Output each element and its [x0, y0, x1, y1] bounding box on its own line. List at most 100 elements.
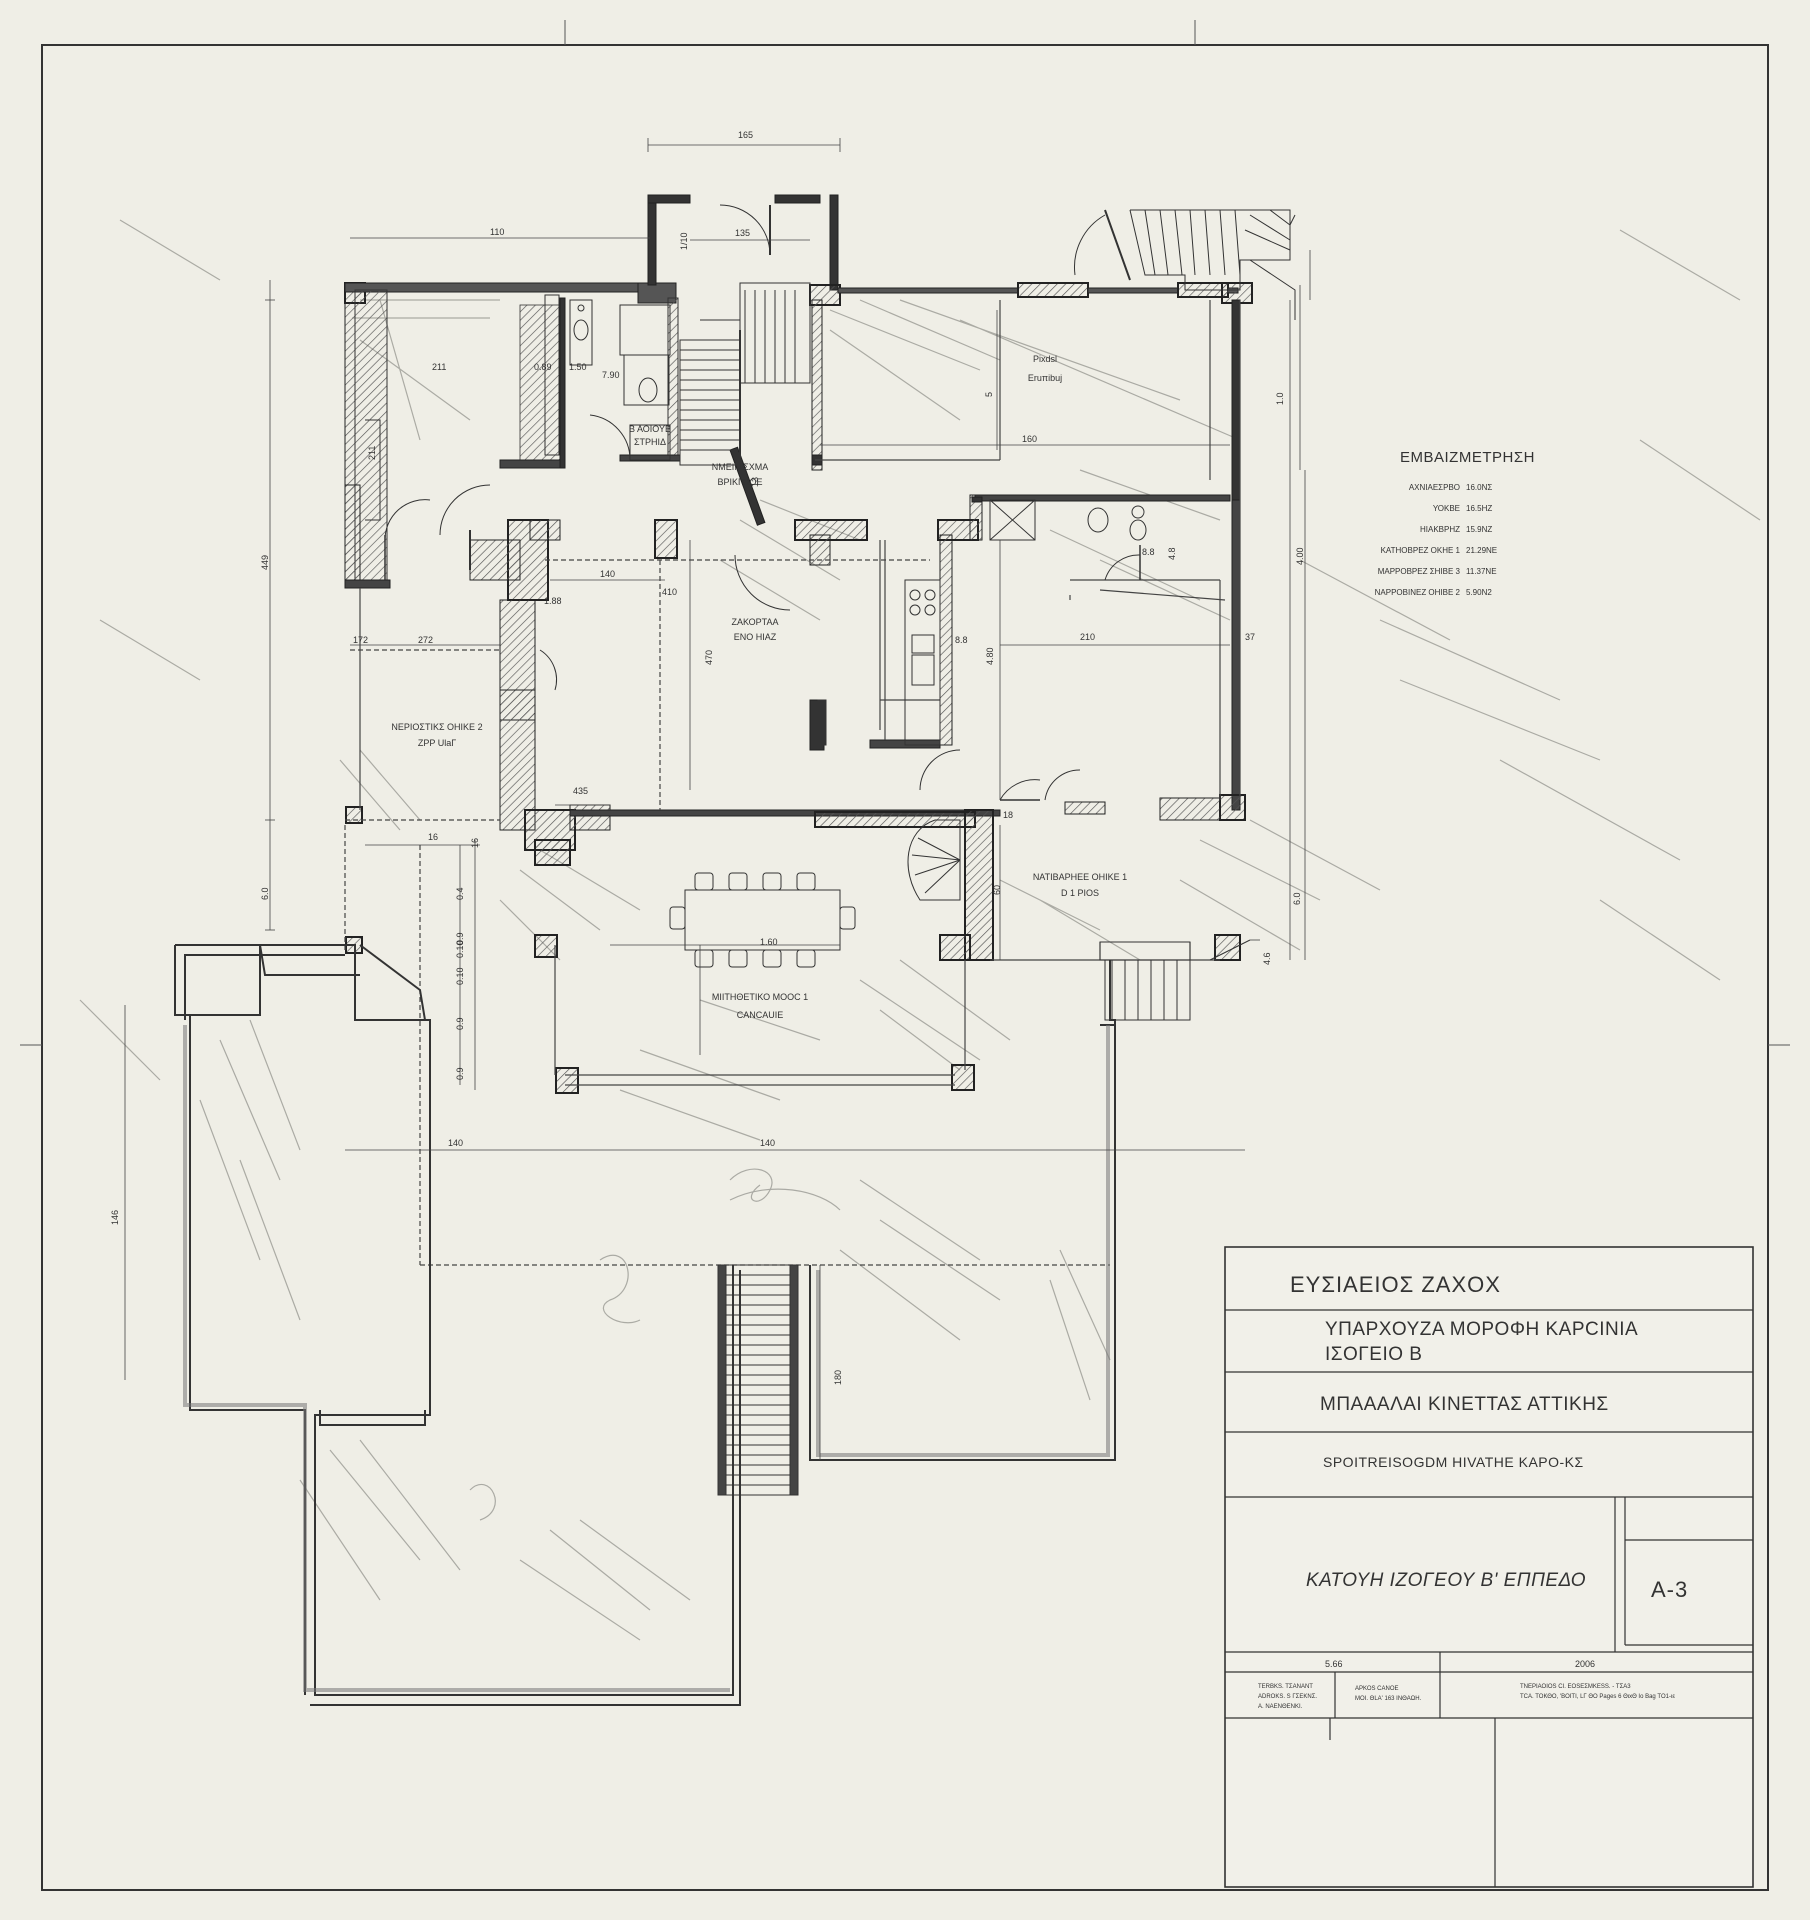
owner-name: ΕΥΣΙΑΕΙΟΣ ΖΑΧΟΧ — [1290, 1272, 1501, 1297]
stairs — [679, 209, 1296, 1496]
area-row-label: ΝΑΡΡΟΒΙΝΕΖ ΟΗΙΒΕ 2 — [1375, 588, 1461, 597]
dim-label: 1.88 — [544, 596, 562, 606]
area-row-label: ΑΧΝΙΑΕΣΡΒΟ — [1409, 483, 1460, 492]
dim-label: 16 — [470, 838, 480, 848]
drawing-title: ΚΑΤΟΥΗ ΙΖΟΓΕΟΥ Β' ΕΠΠΕΔΟ — [1306, 1570, 1586, 1591]
pencil-shading — [79, 219, 1761, 1641]
dim-label: 60 — [992, 885, 1002, 895]
credit-right-1: ΤΝΕΡΙΑΟΙΟS CΙ. ΕΟSΕΣΜΚΕSS. - ΤΣΑ3 — [1520, 1684, 1631, 1690]
dim-label: 4.8 — [1167, 547, 1177, 560]
room-kitchen-area: ΕΝΟ ΗΙΑΖ — [734, 632, 777, 642]
dim-label: 4.00 — [1295, 547, 1305, 565]
dimension-lines — [124, 138, 1311, 1460]
project-ref: SPOITREISOGDM HIVATHE KAPO-KΣ — [1323, 1454, 1584, 1470]
sheet-number: Α-3 — [1651, 1577, 1688, 1602]
dim-label: 140 — [448, 1138, 463, 1148]
room-living-name: Ρixdsl — [1033, 354, 1057, 364]
room-wc-name: Β ΑΟΙΟΥΒ — [629, 424, 671, 434]
dim-label: 0.9 — [455, 932, 465, 945]
dim-label: 37 — [1245, 632, 1255, 642]
area-schedule-title: ΕΜΒΑΙΖΜΕΤΡΗΣΗ — [1400, 449, 1535, 466]
scale-value: 5.66 — [1325, 1659, 1343, 1669]
room-kitchen-name: ΖΑΚΟΡΤΑΑ — [731, 617, 778, 627]
dim-label: 272 — [418, 635, 433, 645]
dim-label: 160 — [1022, 434, 1037, 444]
credit-left-2: ADROKS. S ΓΣΕΚΝΣ. — [1258, 1694, 1317, 1700]
dim-label: 410 — [662, 587, 677, 597]
room-bedroom1-area: D 1 ΡΙΟS — [1061, 888, 1099, 898]
area-row-value: 15.9ΝΖ — [1466, 525, 1492, 534]
room-dining-area: CΑΝCΑUΙΕ — [737, 1010, 784, 1020]
year-value: 2006 — [1575, 1659, 1595, 1669]
dim-label: 180 — [833, 1370, 843, 1385]
dim-label: 172 — [353, 635, 368, 645]
project-location: ΜΠΑΑΑΛΑΙ ΚΙΝΕΤΤΑΣ ΑΤΤΙΚΗΣ — [1320, 1394, 1609, 1415]
area-row-label: ΗΙΑΚΒΡΗΖ — [1420, 525, 1460, 534]
project-subtitle: ΙΣΟΓΕΙΟ Β — [1325, 1344, 1422, 1365]
dim-label: 0.10 — [455, 967, 465, 985]
project-title: ΥΠΑΡΧΟΥΖΑ ΜΟΡΟΦΗ ΚΑΡCΙΝΙΑ — [1325, 1319, 1638, 1340]
sheet-border — [41, 44, 1769, 1891]
dimension-labels: 165 135 110 1/10 211 211 0.89 1.50 7.90 … — [110, 130, 1305, 1385]
dim-label: 1/10 — [679, 232, 689, 250]
area-row-value: 16.0ΝΣ — [1466, 483, 1492, 492]
dim-label: 211 — [367, 446, 377, 460]
dim-label: 6.0 — [1292, 892, 1302, 905]
title-block-frame — [1224, 1246, 1754, 1888]
dim-label: 4.6 — [1262, 952, 1272, 965]
dim-label: 0.9 — [455, 1017, 465, 1030]
area-row-value: 21.29ΝΕ — [1466, 546, 1497, 555]
room-bedroom2-name: ΝΕΡΙΟΣΤΙΚΣ ΟΗΙΚΕ 2 — [391, 722, 482, 732]
dim-label: 140 — [760, 1138, 775, 1148]
credit-left-1: TERBKS. TΣΑΝΑΝΤ — [1258, 1684, 1313, 1690]
dim-label: 135 — [735, 228, 750, 238]
dim-label: 449 — [260, 555, 270, 570]
terrace-outline — [174, 944, 1116, 1706]
area-row-label: ΜΑΡΡΟΒΡΕΖ ΣΗΙΒΕ 3 — [1378, 567, 1461, 576]
title-block: ΕΥΣΙΑΕΙΟΣ ΖΑΧΟΧ ΥΠΑΡΧΟΥΖΑ ΜΟΡΟΦΗ ΚΑΡCΙΝΙ… — [1224, 1246, 1754, 1888]
dim-label: 0.10 — [455, 940, 465, 958]
area-row-value: 5.90Ν2 — [1466, 588, 1492, 597]
dim-label: 435 — [573, 786, 588, 796]
dim-label: 1.50 — [569, 362, 587, 372]
dim-label: 5 — [984, 392, 994, 397]
dim-label: 1.0 — [1275, 392, 1285, 405]
credit-left-3: Α. ΝΑΕΝΘΕΝΚΙ. — [1258, 1704, 1303, 1710]
room-bedroom2-area: ΖΡΡ UlaГ — [418, 738, 456, 748]
credit-mid-2: ΜΟΙ. ΘLΑ' 163 ΙΝΘΑΩΗ. — [1355, 1696, 1422, 1702]
dim-label: 8.8 — [1142, 547, 1155, 557]
fixtures — [365, 294, 1147, 968]
credit-mid-1: ΑΡΚΟS CΑΝΟΕ — [1355, 1686, 1399, 1692]
room-wc-area: ΣΤΡΗΙΔ — [634, 437, 666, 447]
dim-label: 140 — [600, 569, 615, 579]
area-row-label: ΚΑΤΗΟΒΡΕΖ ΟΚΗΕ 1 — [1381, 546, 1461, 555]
room-labels: Ρixdsl Eruπibuj ΝΜΕΙΝΙΣΧΜΑ ΒΡΙΚΓΗΟΕ Β ΑΟ… — [391, 354, 1127, 1020]
area-row-value: 11.37ΝΕ — [1466, 567, 1497, 576]
dim-label: 470 — [704, 650, 714, 665]
terrace-shading — [183, 1025, 1110, 1692]
credit-right-2: ΤCΑ. ΤΟΚΘΟ, 'ΒΟΙΤΙ, LΓ ΘΟ Ρages 6 ΘιxΘ Ι… — [1520, 1694, 1675, 1700]
border-ticks — [20, 20, 1790, 1046]
room-stairhall-area: ΒΡΙΚΓΗΟΕ — [718, 477, 763, 487]
room-living-area: Eruπibuj — [1028, 373, 1062, 383]
area-row-value: 16.5ΗΖ — [1466, 504, 1492, 513]
dim-label: 0.89 — [534, 362, 552, 372]
dim-label: 18 — [1003, 810, 1013, 820]
dim-label: 146 — [110, 1210, 120, 1225]
dim-label: 0.4 — [455, 887, 465, 900]
dim-label: 8.8 — [955, 635, 968, 645]
dim-label: 16 — [428, 832, 438, 842]
dim-label: 211 — [432, 362, 446, 372]
room-dining-name: ΜΙΙΤΗΘΕΤΙΚΟ ΜΟΟC 1 — [712, 992, 808, 1002]
dim-label: 0.9 — [455, 1067, 465, 1080]
room-bedroom1-name: ΝΑΤΙΒΑΡΗΕΕ ΟΗΙΚΕ 1 — [1033, 872, 1127, 882]
walls — [344, 194, 1253, 1094]
dim-label: 4.80 — [985, 647, 995, 665]
dim-label: 13 — [750, 477, 760, 487]
room-stairhall-name: ΝΜΕΙΝΙΣΧΜΑ — [712, 462, 769, 472]
dim-label: 110 — [490, 227, 504, 237]
dim-label: 6.0 — [260, 887, 270, 900]
dim-label: 1.60 — [760, 937, 778, 947]
dim-label: 165 — [738, 130, 753, 140]
